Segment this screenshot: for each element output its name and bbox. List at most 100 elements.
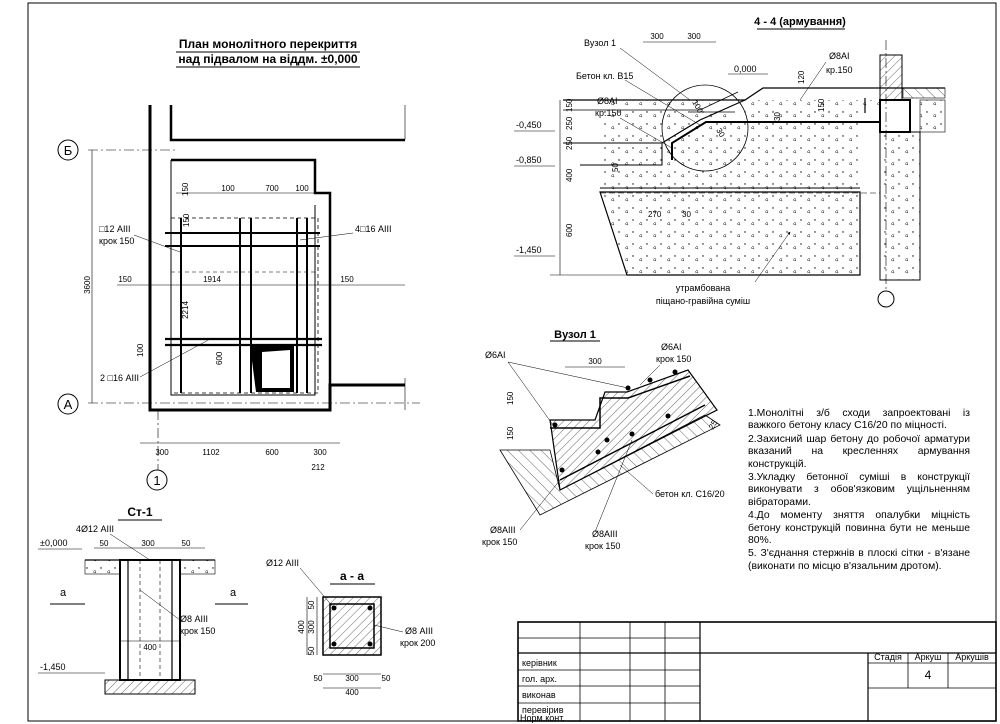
section44-dim-50: 50 xyxy=(611,163,620,172)
column-level-1450: -1,450 xyxy=(40,662,66,672)
section44-rebar-mid: Ø8АІ xyxy=(597,96,618,106)
column-cut-a-left: а xyxy=(60,587,67,599)
stamp-row-2: гол. арх. xyxy=(522,674,557,684)
section44-dim-30-b: 30 xyxy=(773,112,782,121)
section44-dim-300-b: 300 xyxy=(687,32,701,41)
section44-dim-600: 600 xyxy=(565,223,574,237)
plan-title-line2: над підвалом на віддм. ±0,000 xyxy=(178,52,358,66)
plan-dim-100-c: 100 xyxy=(136,343,145,357)
plan-rebar-4-16: 4□16 АІІІ xyxy=(355,224,391,234)
column-dim-50-a: 50 xyxy=(100,539,109,548)
stamp-row-4: перевірив xyxy=(522,705,564,715)
node1-dim-150-b: 150 xyxy=(506,426,515,440)
plan-dim-100-a: 100 xyxy=(221,184,235,193)
axis-b-bubble xyxy=(57,139,79,161)
column-dim-50-b: 50 xyxy=(182,539,191,548)
section44-axis-bubble xyxy=(877,290,895,308)
section44-level-0450: -0,450 xyxy=(516,120,542,130)
note-1: 1.Монолітні з/б сходи запроектовані із в… xyxy=(748,408,970,432)
column-rebar-8-step: крок 150 xyxy=(180,626,215,636)
section44-dim-400: 400 xyxy=(565,168,574,182)
node1-dim-150-a: 150 xyxy=(506,391,515,405)
plan-dim-150-b: 150 xyxy=(182,213,191,227)
node1-dim-300: 300 xyxy=(588,357,602,366)
sheet-border xyxy=(27,2,997,722)
section-aa-dim-h50-b: 50 xyxy=(382,674,391,683)
node1-rebar-4-step: крок 150 xyxy=(585,541,620,551)
general-notes: 1.Монолітні з/б сходи запроектовані із в… xyxy=(748,408,970,574)
section44-level-1450: -1,450 xyxy=(516,245,542,255)
section-4-4: 4 - 4 (армування) Вузол 1 Бетон кл. В15 … xyxy=(514,16,946,308)
section-a-a: а - а Ø12 АІІІ Ø8 АІІІ крок 200 400 300 … xyxy=(266,558,435,697)
plan-dim-150-a: 150 xyxy=(181,182,190,196)
axis-a-bubble xyxy=(57,393,79,415)
node1-rebar-1: Ø6АІ xyxy=(485,350,506,360)
section44-dim-150-b: 150 xyxy=(817,98,826,112)
section44-fill-2: піщано-гравійна суміш xyxy=(656,296,750,306)
node1-rebar-4: Ø8АІІІ xyxy=(592,529,618,539)
section44-dim-150-a: 150 xyxy=(565,98,574,112)
axis-a-label: А xyxy=(64,397,73,412)
section44-title: 4 - 4 (армування) xyxy=(754,16,846,28)
section44-dim-270: 270 xyxy=(648,210,662,219)
section44-fill-1: утрамбована xyxy=(676,283,731,293)
section-aa-title: а - а xyxy=(340,569,364,583)
section-aa-dim-v300: 300 xyxy=(307,620,316,634)
column-dim-300: 300 xyxy=(141,539,155,548)
note-5: 5. З'єднання стержнів в плоскі сітки - в… xyxy=(748,548,970,572)
plan-dim-100-b: 100 xyxy=(295,184,309,193)
note-4: 4.До моменту зняття опалубки міцність бе… xyxy=(748,510,970,547)
plan-dim-600-v: 600 xyxy=(215,351,224,365)
section44-rebar-mid-step: кр.150 xyxy=(595,108,621,118)
plan-dim-300-b: 300 xyxy=(313,448,327,457)
plan-dim-700: 700 xyxy=(265,184,279,193)
section44-dim-30-a: 30 xyxy=(682,210,691,219)
stamp-row-3: виконав xyxy=(522,690,556,700)
section-aa-rebar-12: Ø12 АІІІ xyxy=(266,558,299,568)
node1-rebar-2-step: крок 150 xyxy=(656,354,691,364)
note-3: 3.Укладку бетонної суміші в конструкції … xyxy=(748,472,970,508)
section44-dim-300-a: 300 xyxy=(650,32,664,41)
section-aa-dim-h50-a: 50 xyxy=(314,674,323,683)
node1-callout-circle xyxy=(661,84,749,172)
plan-dim-150-d: 150 xyxy=(340,275,354,284)
plan-dim-212: 212 xyxy=(311,463,325,472)
section-aa-dim-h300: 300 xyxy=(345,674,359,683)
section-aa-dim-v400: 400 xyxy=(297,620,306,634)
column-cut-a-right: а xyxy=(230,587,237,599)
plan-dim-600-h: 600 xyxy=(265,448,279,457)
axis-b-label: Б xyxy=(64,143,73,158)
column-dim-400: 400 xyxy=(143,643,157,652)
node1-rebar-3: Ø8АІІІ xyxy=(490,525,516,535)
node1-rebar-2: Ø6АІ xyxy=(661,342,682,352)
node1-rebar-3-step: крок 150 xyxy=(482,537,517,547)
plan-dim-1102: 1102 xyxy=(202,448,220,457)
node1-concrete: бетон кл. С16/20 xyxy=(655,489,725,499)
section44-dim-250-b: 250 xyxy=(565,136,574,150)
plan-dim-2214: 2214 xyxy=(181,301,190,319)
column-rebar-4: 4Ø12 АІІІ xyxy=(76,524,114,534)
plan-dim-1914: 1914 xyxy=(203,275,221,284)
section44-concrete: Бетон кл. В15 xyxy=(576,71,633,81)
section-aa-dim-h400: 400 xyxy=(345,688,359,697)
section44-rebar-top-step: кр.150 xyxy=(826,65,852,75)
title-block: керівник гол. арх. виконав перевірив Нор… xyxy=(517,621,997,723)
plan-title-line1: План монолітного перекриття xyxy=(179,37,357,51)
column-title: Ст-1 xyxy=(127,505,153,519)
node1-title: Вузол 1 xyxy=(554,329,596,341)
note-2: 2.Захисний шар бетону до робочої арматур… xyxy=(748,433,970,470)
plan-view: План монолітного перекриття над підвалом… xyxy=(57,37,420,491)
section-aa-rebar-8-step: крок 200 xyxy=(400,638,435,648)
section44-dim-120: 120 xyxy=(797,70,806,84)
stamp-sheet-number: 4 xyxy=(925,668,932,682)
node-1-detail: Вузол 1 Ø6АІ Ø6АІ крок 150 300 150 150 2… xyxy=(482,329,725,551)
plan-rebar-12: □12 АІІІ xyxy=(99,224,130,234)
section-aa-rebar-8: Ø8 АІІІ xyxy=(405,626,433,636)
stamp-sheets-label: Аркушів xyxy=(955,652,989,662)
axis-1-bubble xyxy=(146,469,168,491)
plan-rebar-2-16: 2 □16 АІІІ xyxy=(100,373,139,383)
column-st1: Ст-1 50 300 50 4Ø12 АІІІ ±0,000 а а Ø8 А… xyxy=(38,505,248,695)
stamp-row-5: Норм.конт. xyxy=(520,713,565,723)
stamp-sheet-label: Аркуш xyxy=(915,652,942,662)
